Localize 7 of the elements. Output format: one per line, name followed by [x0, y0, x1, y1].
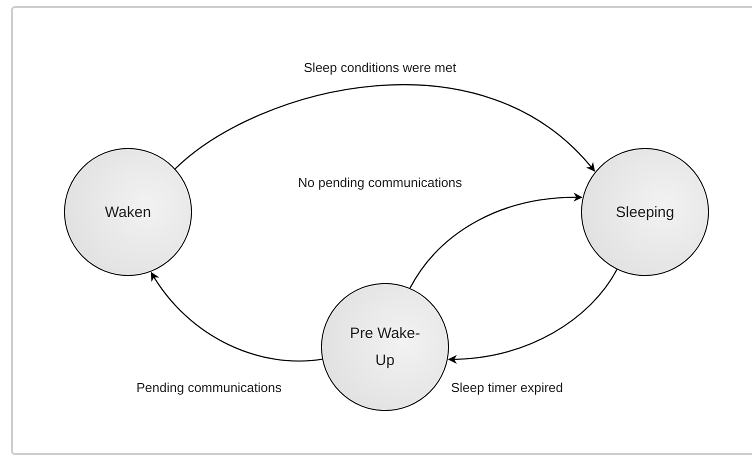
state-label: Pre Wake-Up: [348, 324, 422, 371]
state-label: Sleeping: [614, 202, 676, 222]
transition-arrow: [150, 272, 322, 362]
transition-arrow: [409, 193, 583, 288]
transition-arrow: [448, 269, 618, 364]
state-label: Waken: [104, 202, 152, 222]
transition-arrow: [174, 84, 596, 172]
